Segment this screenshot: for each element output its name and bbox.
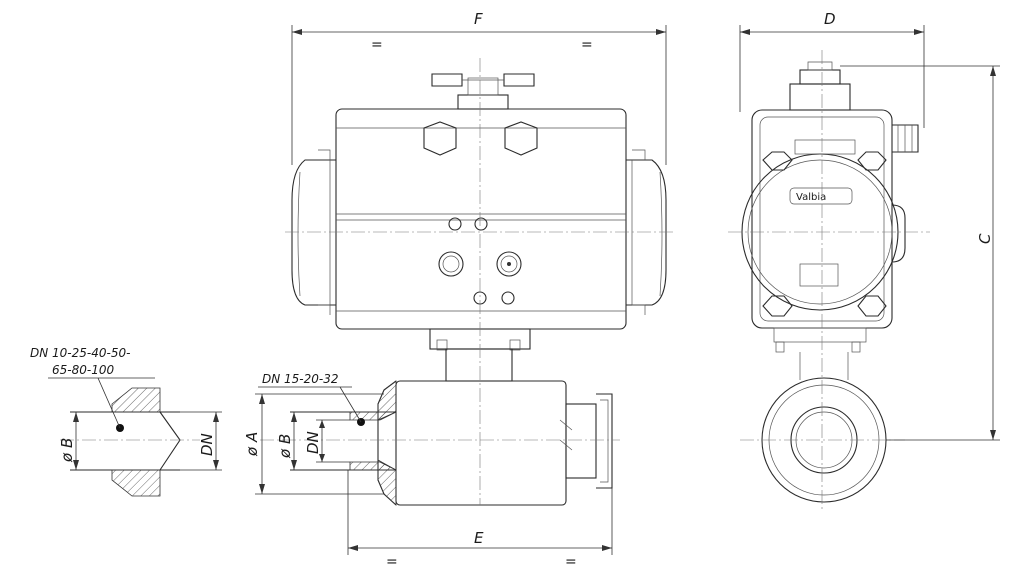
dimension-d: D bbox=[739, 10, 925, 128]
dimension-phi-a: ø A bbox=[243, 393, 384, 495]
side-view: Valbia bbox=[741, 61, 919, 503]
dn-note-center: DN 15-20-32 bbox=[258, 372, 362, 423]
center-lines bbox=[60, 50, 930, 510]
front-view bbox=[291, 73, 667, 382]
dimension-phi-b-left: ø B DN bbox=[58, 411, 222, 471]
dim-label-dn-left: DN bbox=[198, 433, 216, 456]
dn-list-line-1: DN 10-25-40-50- bbox=[30, 346, 130, 360]
brand-text: Valbia bbox=[796, 192, 826, 203]
dim-eq-f-left: = bbox=[371, 37, 383, 53]
dim-label-c: C bbox=[976, 233, 994, 244]
dim-label-dn-center: DN bbox=[304, 431, 322, 454]
dimension-f: F = = bbox=[291, 10, 667, 165]
dimension-c: C bbox=[840, 65, 1000, 441]
dimension-e: E = = bbox=[347, 470, 613, 570]
dim-label-phi-a: ø A bbox=[243, 432, 261, 457]
pipe-section-detail bbox=[70, 387, 181, 497]
dn-list-line-2: 65-80-100 bbox=[52, 363, 114, 377]
dn-list-small: DN 15-20-32 bbox=[262, 372, 339, 386]
dim-eq-f-right: = bbox=[581, 37, 593, 53]
dim-eq-e-left: = bbox=[386, 554, 398, 570]
dim-label-f: F bbox=[474, 10, 483, 28]
dimension-phi-b-center: ø B DN bbox=[276, 412, 350, 470]
dn-note-left: DN 10-25-40-50- 65-80-100 bbox=[30, 346, 155, 429]
dim-label-phi-b-left: ø B bbox=[58, 438, 76, 463]
dim-label-e: E bbox=[474, 529, 484, 547]
dim-label-phi-b-center: ø B bbox=[276, 434, 294, 459]
dim-eq-e-right: = bbox=[565, 554, 577, 570]
valve-body-front bbox=[290, 380, 613, 506]
dim-label-d: D bbox=[824, 10, 836, 28]
